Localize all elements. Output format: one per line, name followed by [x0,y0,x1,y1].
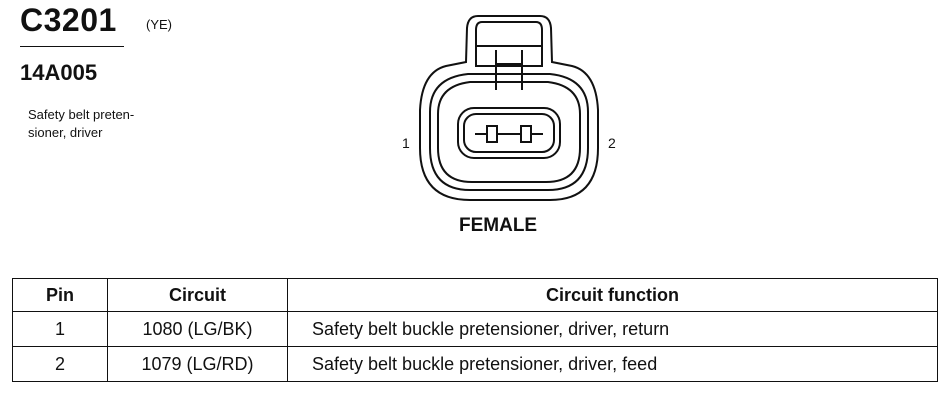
locking-tab-upper [475,21,543,47]
description-line-1: Safety belt preten- [28,107,135,122]
table-row: 2 1079 (LG/RD) Safety belt buckle preten… [12,346,938,382]
header-circuit-function: Circuit function [287,278,938,312]
pin-circuit-table: Pin Circuit Circuit function 1 1080 (LG/… [12,278,938,382]
description-line-2: sioner, driver [28,125,103,140]
connector-housing-outer [419,15,599,201]
connector-housing-inner [429,73,589,191]
cell-circuit-function: Safety belt buckle pretensioner, driver,… [287,311,938,347]
pin-1-label: 1 [402,135,410,151]
connector-id-underline [20,46,124,47]
part-number: 14A005 [20,60,98,85]
connector-gender-label: FEMALE [459,215,538,236]
connector-housing-rim [437,81,581,183]
component-description: Safety belt preten- sioner, driver [28,106,134,142]
terminal-cavity-inner [463,113,555,153]
connector-face-drawing [419,15,599,201]
locking-tab-slot [495,50,523,90]
pin-1-terminal [486,125,498,143]
locking-tab-lower [475,46,543,67]
table-row: 1 1080 (LG/BK) Safety belt buckle preten… [12,311,938,347]
pin-2-terminal [520,125,532,143]
connector-color-code: (YE) [146,17,172,32]
cell-circuit-function: Safety belt buckle pretensioner, driver,… [287,346,938,382]
pin-2-label: 2 [608,135,616,151]
table-header-row: Pin Circuit Circuit function [12,278,938,312]
cell-pin: 2 [12,346,108,382]
cell-circuit: 1080 (LG/BK) [107,311,288,347]
cell-pin: 1 [12,311,108,347]
terminal-cavity [457,107,561,159]
connector-id: C3201 [20,2,117,38]
cell-circuit: 1079 (LG/RD) [107,346,288,382]
header-pin: Pin [12,278,108,312]
header-circuit: Circuit [107,278,288,312]
